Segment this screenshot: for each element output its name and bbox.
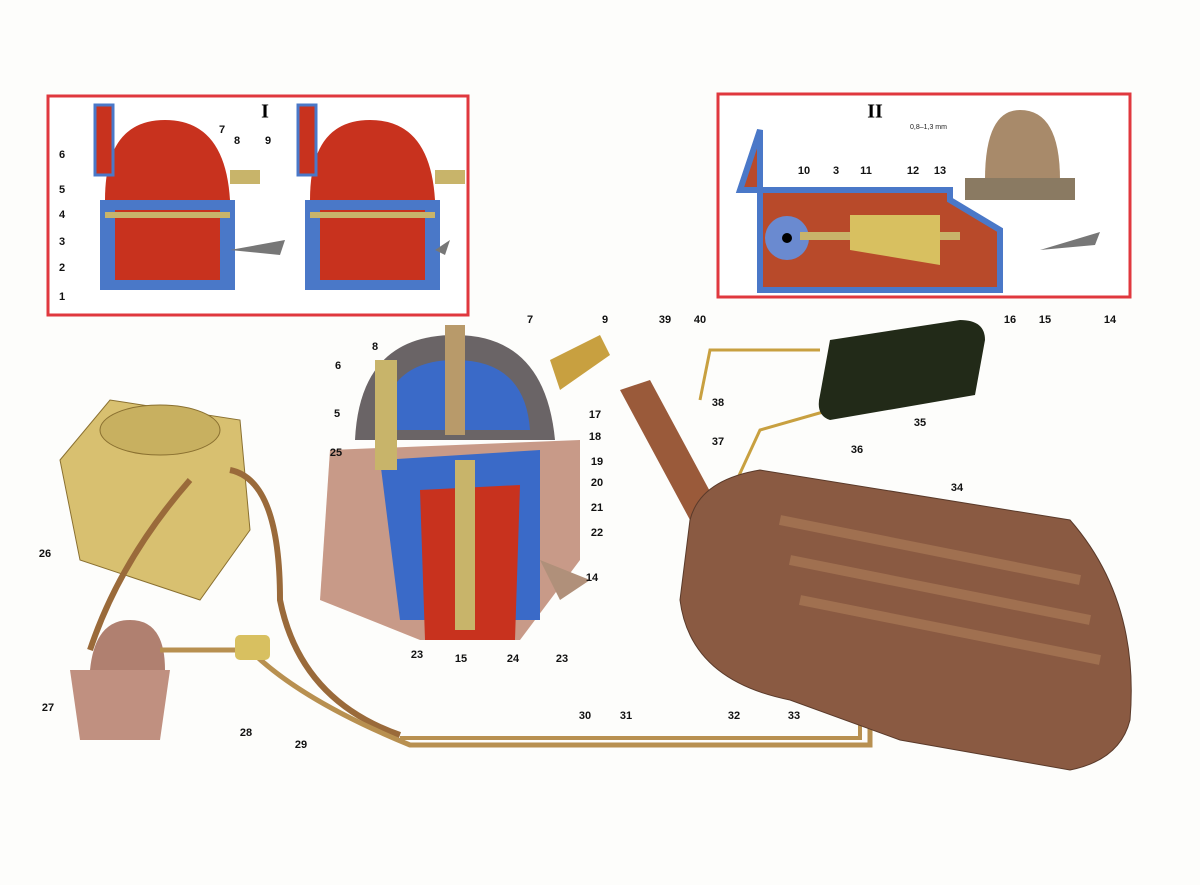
fuel-filter [235, 635, 270, 660]
part-label: 14 [585, 572, 599, 584]
inset-2-label: 3 [832, 165, 840, 177]
part-label: 38 [711, 397, 725, 409]
part-label: 32 [727, 710, 741, 722]
part-label: 23 [555, 653, 569, 665]
inset-1-label: 4 [58, 209, 66, 221]
part-label: 31 [619, 710, 633, 722]
part-label: 37 [711, 436, 725, 448]
part-label: 24 [506, 653, 520, 665]
inset-1-label: 7 [218, 124, 226, 136]
part-label: 40 [693, 314, 707, 326]
gap-dimension-note: 0,8–1,3 mm [910, 124, 947, 131]
part-label: 19 [590, 456, 604, 468]
inset-1-pump-right [296, 103, 465, 290]
part-label: 5 [333, 408, 341, 420]
part-label: 25 [329, 447, 343, 459]
carburetor [59, 399, 251, 601]
part-label: 22 [590, 527, 604, 539]
part-label: 15 [454, 653, 468, 665]
part-label: 7 [526, 314, 534, 326]
part-label: 27 [41, 702, 55, 714]
part-label: 17 [588, 409, 602, 421]
inset-2-label: 12 [906, 165, 920, 177]
part-label: 18 [588, 431, 602, 443]
inset-2-label: 10 [797, 165, 811, 177]
part-label: 6 [334, 360, 342, 372]
part-label: 35 [913, 417, 927, 429]
tank-rib [779, 515, 1081, 585]
inset-2-label: 14 [1103, 314, 1117, 326]
inset-1-label: 8 [233, 135, 241, 147]
part-label: 8 [371, 341, 379, 353]
part-label: 9 [601, 314, 609, 326]
part-label: 23 [410, 649, 424, 661]
inset-1-label: 3 [58, 236, 66, 248]
inset-2-label: 11 [860, 165, 872, 177]
part-label: 20 [590, 477, 604, 489]
inset-2-engine-section [735, 110, 1100, 293]
part-label: 29 [294, 739, 308, 751]
inset-2-label: 15 [1038, 314, 1052, 326]
inset-1-label: 1 [58, 291, 66, 303]
part-label: 21 [590, 502, 604, 514]
inset-1-label: 2 [58, 262, 66, 274]
fuel-pump-small [70, 620, 170, 740]
part-label: 30 [578, 710, 592, 722]
part-label: 39 [658, 314, 672, 326]
part-label: 36 [850, 444, 864, 456]
inset-2-label: 13 [933, 165, 947, 177]
inset-1-title: I [261, 100, 269, 123]
part-label: 34 [950, 482, 964, 494]
inset-1-pump-left [93, 103, 285, 290]
inset-1-label: 9 [264, 135, 272, 147]
inset-2-title: II [867, 100, 883, 123]
inset-2-label: 16 [1003, 314, 1017, 326]
part-label: 28 [239, 727, 253, 739]
carbon-canister [818, 320, 985, 420]
part-label: 26 [38, 548, 52, 560]
inset-1-label: 5 [58, 184, 66, 196]
main-fuel-pump-cutaway [320, 325, 610, 640]
filler-neck [620, 380, 720, 520]
part-label: 33 [787, 710, 801, 722]
inset-1-label: 6 [58, 149, 66, 161]
